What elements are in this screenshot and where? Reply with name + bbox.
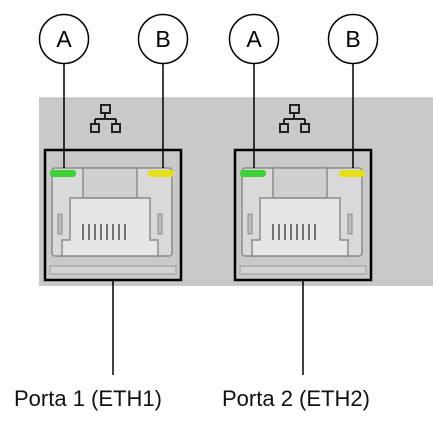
- callout-b-circle: [137, 13, 189, 65]
- callout-a-circle: [38, 13, 90, 65]
- port-1-label: Porta 1 (ETH1): [14, 386, 162, 411]
- port-frame: [43, 148, 183, 282]
- port-1: A B: [38, 13, 189, 375]
- led-b-yellow: [148, 170, 174, 177]
- port-frame: [233, 148, 373, 282]
- led-b-yellow: [339, 170, 365, 177]
- callout-a-letter: A: [246, 26, 262, 52]
- port-2-label: Porta 2 (ETH2): [222, 386, 370, 411]
- callout-a-letter: A: [56, 26, 72, 52]
- led-a-green: [50, 170, 76, 177]
- callout-a-circle: [228, 13, 280, 65]
- network-icon: [279, 104, 310, 133]
- led-a-green: [240, 170, 266, 177]
- callout-b-circle: [327, 13, 379, 65]
- port-2: A B: [228, 13, 379, 375]
- callout-b-letter: B: [345, 26, 360, 52]
- callout-b-letter: B: [155, 26, 170, 52]
- network-icon: [90, 104, 121, 133]
